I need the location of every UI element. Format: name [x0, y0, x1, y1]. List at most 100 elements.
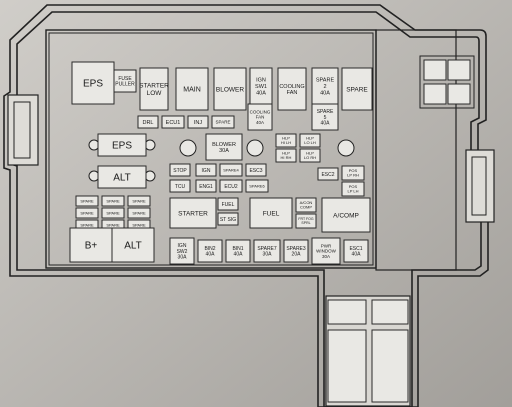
- ecu1-outline: [161, 115, 185, 129]
- pos-lp-rh-outline: [341, 165, 365, 181]
- alt-fuse[interactable]: ALT: [97, 165, 147, 189]
- ign-label: IGN: [202, 168, 211, 174]
- inj[interactable]: INJ: [187, 115, 209, 129]
- frt-fog-outline: [295, 213, 317, 229]
- spare-l6-outline: [127, 207, 151, 219]
- spare-2-label: 40A: [320, 90, 330, 96]
- relay-slot-tr3[interactable]: [423, 83, 447, 105]
- stop-label: STOP: [173, 168, 187, 174]
- hlp-lo-lh-label: HLP: [306, 136, 314, 141]
- relay-slot-tr4[interactable]: [447, 83, 471, 105]
- bin1-outline: [225, 239, 251, 263]
- eng1[interactable]: ENG1: [195, 179, 217, 193]
- b-plus[interactable]: B+: [69, 227, 113, 263]
- esc2[interactable]: ESC2: [317, 167, 339, 181]
- ecu2-outline: [219, 179, 243, 193]
- eps-relay-label: EPS: [83, 79, 103, 90]
- st-sig[interactable]: ST SIG: [217, 212, 239, 226]
- left-latch[interactable]: [7, 94, 39, 166]
- spare-l7-label: SPARE: [80, 222, 94, 227]
- spare-4[interactable]: SPARE4: [219, 163, 243, 177]
- spare-l2-outline: [101, 195, 125, 207]
- spare-2-label: 2: [323, 84, 326, 90]
- relay-slot-tr2[interactable]: [447, 59, 471, 81]
- alt-terminal[interactable]: ALT: [111, 227, 155, 263]
- frt-fog-label: SPRL: [301, 221, 310, 225]
- lower-relay-2[interactable]: [371, 299, 409, 325]
- fuel-relay[interactable]: FUEL: [249, 197, 293, 229]
- tcu[interactable]: TCU: [169, 179, 191, 193]
- right-latch[interactable]: [465, 149, 495, 223]
- spare-6[interactable]: SPARE6: [245, 179, 269, 193]
- main[interactable]: MAIN: [175, 67, 209, 111]
- ecu1[interactable]: ECU1: [161, 115, 185, 129]
- spare-l2[interactable]: SPARE: [101, 195, 125, 207]
- spare3-outline: [283, 239, 309, 263]
- relay-slot-tr1[interactable]: [423, 59, 447, 81]
- spare-l3[interactable]: SPARE: [127, 195, 151, 207]
- spare-l1[interactable]: SPARE: [75, 195, 99, 207]
- bin1-label: 40A: [234, 252, 244, 258]
- eps-fuse-label: EPS: [112, 141, 132, 152]
- ecu2[interactable]: ECU2: [219, 179, 243, 193]
- lower-relay-1[interactable]: [327, 299, 367, 325]
- bin2-label: 40A: [206, 252, 216, 258]
- lower-relay-3[interactable]: [327, 329, 367, 403]
- spare-relay[interactable]: SPARE: [341, 67, 373, 111]
- drl[interactable]: DRL: [137, 115, 159, 129]
- hlp-hi-rh-outline: [275, 148, 297, 163]
- cooling-fan-label: COOLING: [279, 84, 304, 90]
- esc3[interactable]: ESC3: [245, 163, 267, 177]
- bin1-label: BIN1: [232, 246, 243, 252]
- esc3-label: ESC3: [249, 168, 262, 174]
- a-comp-outline: [321, 197, 371, 233]
- stop[interactable]: STOP: [169, 163, 191, 177]
- right-latch-clip: [471, 156, 487, 216]
- spare-l4[interactable]: SPARE: [75, 207, 99, 219]
- fuel-relay-label: FUEL: [263, 210, 280, 217]
- ign[interactable]: IGN: [195, 163, 217, 177]
- hlp-hi-lh-label: HLP: [282, 136, 290, 141]
- spare-5-label: SPARE: [317, 109, 334, 115]
- eps-fuse[interactable]: EPS: [97, 133, 147, 157]
- hlp-hi-rh-label: HI RH: [281, 155, 292, 160]
- spare-small[interactable]: SPARE: [211, 115, 235, 129]
- cooling-fan-fuse-outline: [247, 103, 273, 131]
- spare-l4-outline: [75, 207, 99, 219]
- starter[interactable]: STARTER: [169, 197, 217, 229]
- fuel-fuse[interactable]: FUEL: [217, 197, 239, 211]
- blower-relay[interactable]: BLOWER: [213, 67, 247, 111]
- a-comp[interactable]: A/COMP: [321, 197, 371, 233]
- eps-relay[interactable]: EPS: [71, 61, 115, 105]
- a-comp-label: A/COMP: [333, 212, 359, 219]
- fuel-relay-outline: [249, 197, 293, 229]
- round-cap-2: [246, 139, 264, 157]
- spare-small-label: SPARE: [216, 120, 231, 125]
- lower-relay-4[interactable]: [371, 329, 409, 403]
- spare-l6[interactable]: SPARE: [127, 207, 151, 219]
- spare-l5[interactable]: SPARE: [101, 207, 125, 219]
